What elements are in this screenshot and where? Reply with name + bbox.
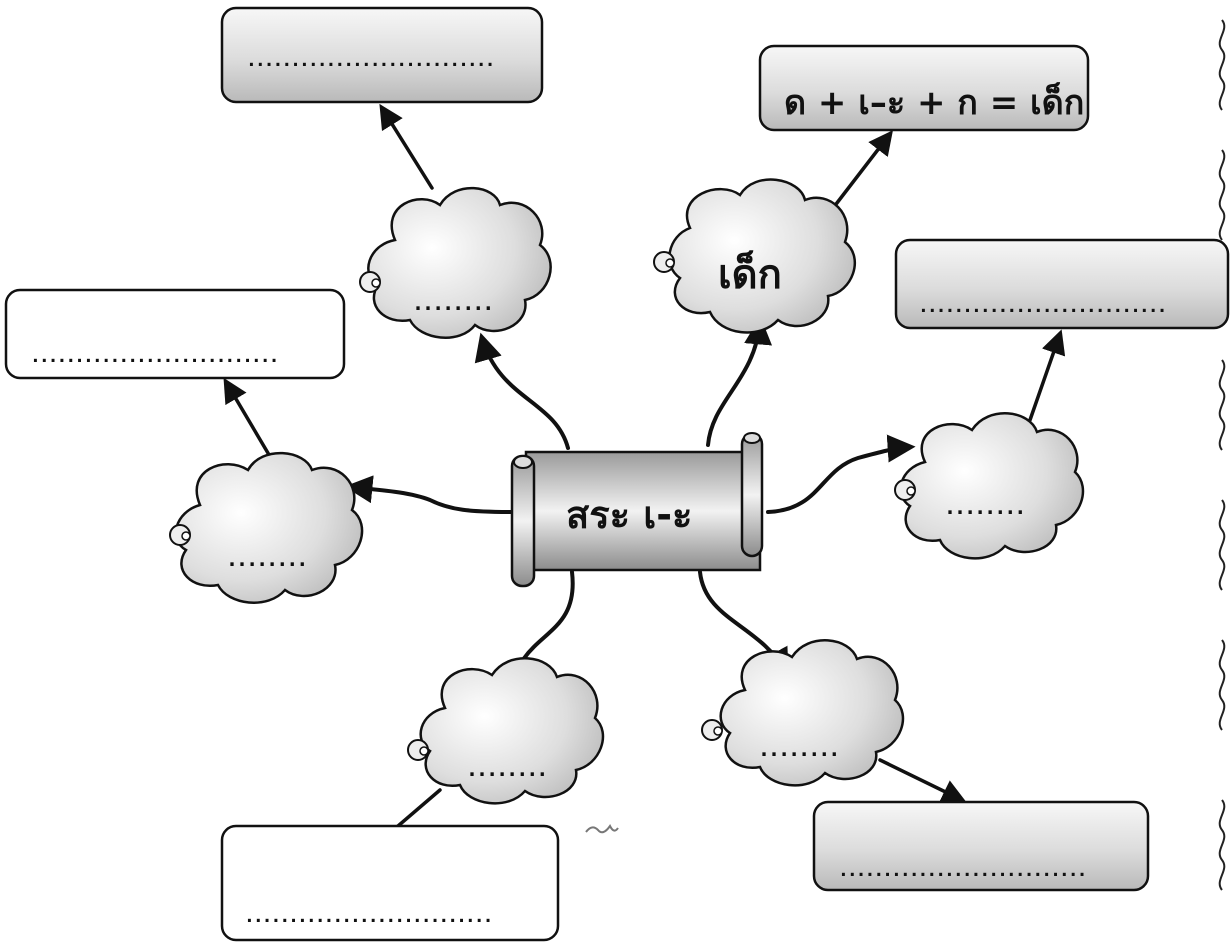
box-left: ............................	[4, 288, 346, 380]
box-left-blank: ............................	[30, 346, 277, 367]
center-connectors	[344, 316, 916, 696]
cloud-left-blank: ........	[226, 547, 306, 571]
cloud-bottom-right: ........	[701, 639, 905, 787]
cloud-bottom-left: ........	[407, 657, 605, 805]
box-example: ด + เ–ะ + ก = เด็ก	[758, 44, 1090, 132]
cloud-example: เด็ก	[653, 178, 856, 334]
cloud-right-blank: ........	[944, 495, 1024, 519]
connector-top-right	[706, 316, 773, 447]
arrow-to-top-right-box	[828, 130, 893, 214]
scan-smudge	[585, 824, 619, 834]
box-connectors	[223, 103, 1066, 854]
arrow-to-top-left-box	[379, 103, 434, 190]
box-bottom-right: ............................	[812, 800, 1150, 892]
box-right: ............................	[894, 238, 1230, 330]
arrow-to-bottom-right-box	[878, 758, 967, 803]
example-word: เด็ก	[718, 249, 782, 298]
connector-top-left	[474, 332, 570, 450]
connector-right	[766, 434, 916, 514]
example-equation: ด + เ–ะ + ก = เด็ก	[784, 81, 1084, 123]
center-scroll: สระ เ-ะ	[510, 432, 764, 588]
arrow-to-right-box	[1028, 329, 1066, 422]
cloud-bottom-left-blank: ........	[466, 757, 546, 781]
cloud-bottom-right-blank: ........	[758, 737, 838, 761]
center-title: สระ เ-ะ	[566, 493, 692, 537]
decorative-border	[1218, 19, 1226, 891]
box-right-blank: ............................	[918, 296, 1165, 317]
cloud-left: ........	[169, 451, 364, 604]
cloud-top-left: ........	[359, 186, 552, 339]
box-bottom-left-blank: ............................	[244, 906, 491, 927]
box-top-left: ............................	[220, 6, 544, 104]
connector-left	[344, 475, 514, 514]
box-top-left-blank: ............................	[246, 50, 493, 71]
cloud-top-left-blank: ........	[412, 291, 492, 315]
box-bottom-right-blank: ............................	[838, 860, 1085, 881]
box-bottom-left: ............................	[220, 824, 560, 942]
cloud-right: ........	[894, 412, 1085, 560]
